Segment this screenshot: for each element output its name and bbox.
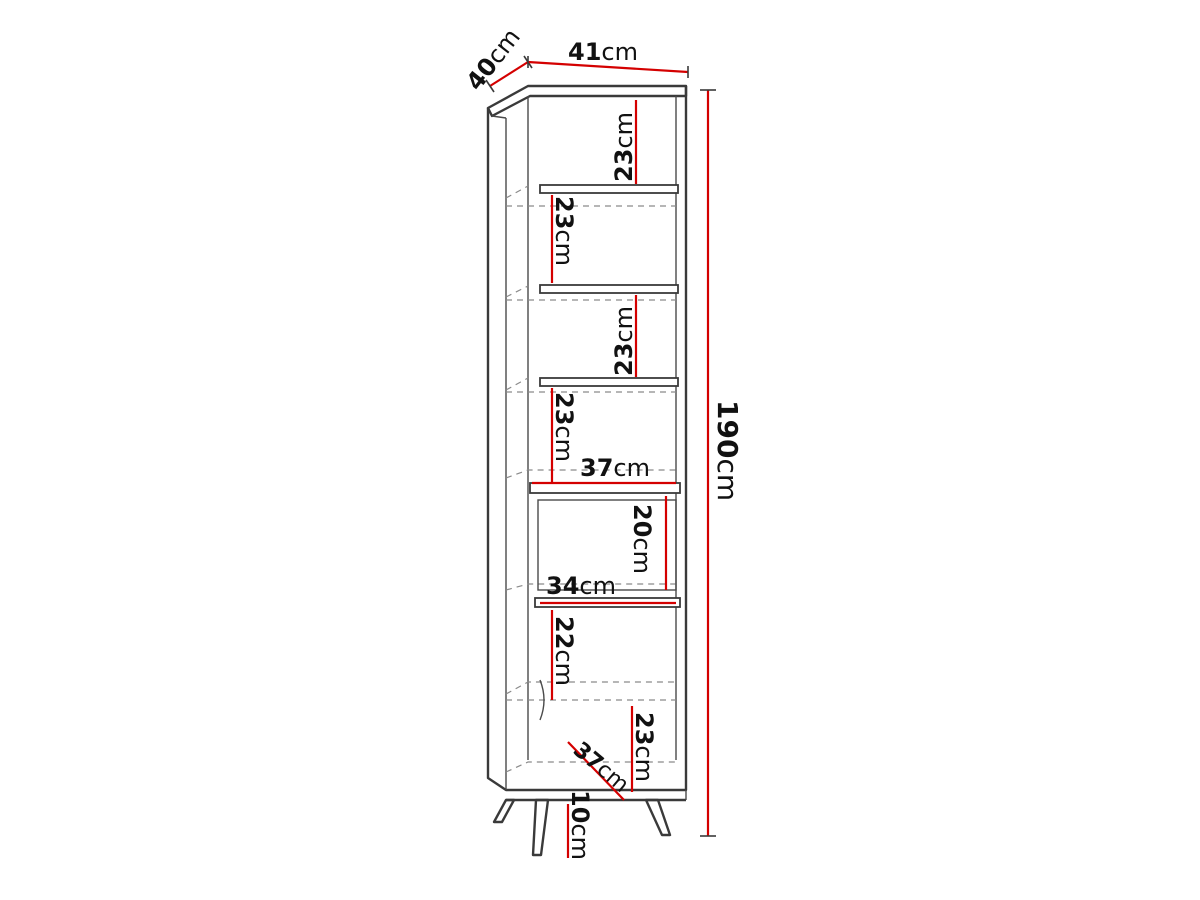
dashed-line-8	[505, 583, 676, 591]
dimension-labels: 40cm 41cm 190cm 23cm 23cm 23cm 23cm 37cm…	[461, 23, 744, 860]
label-compartment-7: 23cm	[630, 712, 658, 782]
dashed-line-1	[505, 185, 529, 199]
cabinet-top	[486, 84, 688, 118]
dashed-line-5	[505, 377, 529, 391]
label-inner-width-mid: 34cm	[546, 572, 616, 600]
label-compartment-6: 22cm	[550, 616, 578, 686]
dashed-line-9	[505, 681, 676, 695]
label-width: 41cm	[568, 38, 638, 66]
door-curve	[539, 679, 545, 721]
shelf-3	[539, 377, 679, 387]
label-leg-height: 10cm	[566, 790, 594, 860]
dashed-line-7	[505, 469, 676, 479]
shelf-1	[539, 184, 679, 194]
dim-width	[527, 60, 689, 74]
dashed-line-3	[505, 285, 529, 298]
leg-front-right	[644, 798, 672, 837]
label-compartment-1: 23cm	[610, 112, 638, 182]
leg-front-left	[531, 798, 550, 857]
dim-inner-depth	[567, 741, 625, 801]
dashed-line-11	[505, 761, 676, 773]
label-compartment-2: 23cm	[550, 196, 578, 266]
dim-depth	[489, 61, 529, 87]
label-compartment-4: 23cm	[550, 392, 578, 462]
dimension-lines	[485, 55, 716, 858]
leg-back-left	[492, 798, 516, 824]
label-inner-depth: 37cm	[568, 737, 633, 797]
label-inner-width-top: 37cm	[580, 454, 650, 482]
label-height: 190cm	[711, 400, 744, 501]
label-compartment-5: 20cm	[628, 504, 656, 574]
niche-box	[537, 499, 677, 591]
label-compartment-3: 23cm	[610, 306, 638, 376]
shelf-4	[529, 482, 681, 494]
shelf-2	[539, 284, 679, 294]
side-panel-top-edge	[491, 115, 507, 119]
